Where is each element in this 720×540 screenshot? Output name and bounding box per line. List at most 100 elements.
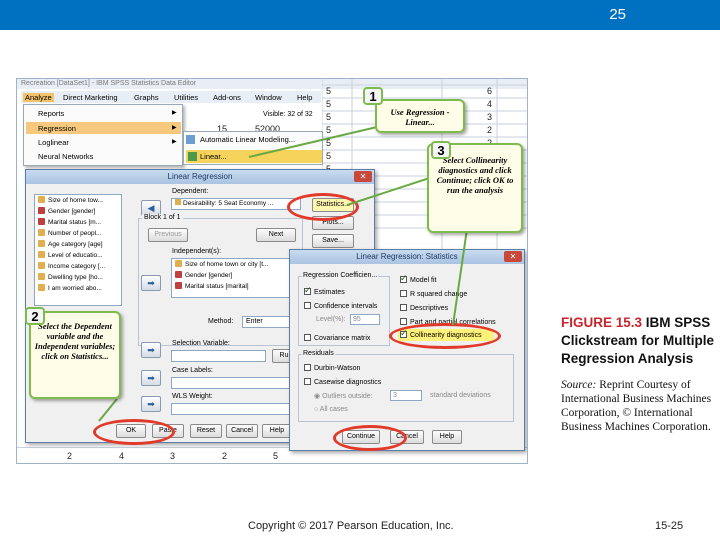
ruler-icon	[38, 196, 45, 203]
confidence-intervals-checkbox[interactable]: Confidence intervals	[304, 302, 377, 310]
close-icon[interactable]: ✕	[354, 171, 372, 182]
menu-item-linear[interactable]: Linear...	[200, 152, 227, 161]
list-item[interactable]: Size of home tow...	[35, 195, 121, 206]
dialog-title-bar: Linear Regression ✕	[26, 170, 374, 184]
menu-graphs[interactable]: Graphs	[134, 93, 159, 102]
nominal-icon	[38, 218, 45, 225]
grid-bottom-row: 2 4 3 2 5	[17, 447, 527, 463]
menu-help[interactable]: Help	[297, 93, 313, 102]
close-icon[interactable]: ✕	[504, 251, 522, 262]
grid-cell: 5	[326, 151, 332, 161]
list-item[interactable]: Gender [gender]	[35, 206, 121, 217]
estimates-checkbox[interactable]: Estimates	[304, 285, 345, 296]
next-button[interactable]: Next	[256, 228, 296, 242]
menu-analyze[interactable]: Analyze	[23, 93, 54, 102]
selection-variable-field[interactable]	[171, 350, 266, 362]
level-field[interactable]: 95	[350, 314, 380, 325]
menu-utilities[interactable]: Utilities	[174, 93, 199, 102]
figure-caption: FIGURE 15.3 IBM SPSS Clickstream for Mul…	[561, 314, 716, 434]
grid-cell: 15	[217, 124, 228, 134]
grid-cell: 5	[273, 451, 279, 461]
move-case-labels-arrow-icon[interactable]: ➡	[141, 370, 161, 386]
list-item[interactable]: Dwelling type [ho...	[35, 272, 121, 283]
analyze-menu: Reports Regression Loglinear Neural Netw…	[23, 104, 183, 166]
r-squared-change-checkbox[interactable]: R squared change	[400, 290, 467, 298]
outliers-label: ◉ Outliers outside:	[314, 393, 373, 400]
variable-list[interactable]: Size of home tow... Gender [gender] Mari…	[34, 194, 122, 306]
list-item[interactable]: Gender [gender]	[172, 270, 298, 281]
menu-item-highlight	[26, 122, 181, 134]
independent-list[interactable]: Size of home town or city [t... Gender […	[171, 258, 299, 298]
menu-item-reports[interactable]: Reports	[38, 109, 65, 118]
list-item[interactable]: Marital status [marital]	[172, 281, 298, 292]
wls-weight-label: WLS Weight:	[172, 393, 213, 400]
ruler-icon	[38, 251, 45, 258]
menu-item-regression[interactable]: Regression	[38, 124, 76, 133]
descriptives-checkbox[interactable]: Descriptives	[400, 304, 448, 312]
menu-item-automatic-linear[interactable]: Automatic Linear Modeling...	[200, 135, 296, 144]
durbin-watson-checkbox[interactable]: Durbin-Watson	[304, 364, 360, 372]
automatic-linear-icon	[186, 135, 195, 144]
caption-source: Source: Reprint Courtesy of Internationa…	[561, 379, 712, 433]
grid-cell: 5	[326, 99, 332, 109]
dialog-title: Linear Regression: Statistics	[356, 252, 458, 261]
previous-button[interactable]: Previous	[148, 228, 188, 242]
block-label: Block 1 of 1	[142, 214, 183, 221]
ruler-icon	[175, 260, 182, 267]
list-item[interactable]: Level of educatio...	[35, 250, 121, 261]
move-wls-arrow-icon[interactable]: ➡	[141, 396, 161, 412]
list-item[interactable]: Income category [...	[35, 261, 121, 272]
grid-cell: 2	[222, 451, 228, 461]
grid-cell: 2	[67, 451, 73, 461]
menu-window[interactable]: Window	[255, 93, 282, 102]
statistics-highlight	[287, 193, 359, 221]
grid-cell: 5	[326, 112, 332, 122]
move-selection-arrow-icon[interactable]: ➡	[141, 342, 161, 358]
ruler-icon	[38, 229, 45, 236]
menu-direct-marketing[interactable]: Direct Marketing	[63, 93, 118, 102]
linear-icon	[188, 152, 197, 161]
dialog-title: Linear Regression	[167, 172, 233, 181]
covariance-matrix-checkbox[interactable]: Covariance matrix	[304, 334, 370, 342]
list-item[interactable]: Marital status [m...	[35, 217, 121, 228]
save-button[interactable]: Save...	[312, 234, 354, 248]
all-cases-radio[interactable]: ○ All cases	[314, 406, 348, 413]
list-item[interactable]: Age category [age]	[35, 239, 121, 250]
callout-2: Select the Dependent variable and the In…	[29, 311, 121, 399]
grid-cell: 3	[170, 451, 176, 461]
casewise-checkbox[interactable]: Casewise diagnostics	[304, 378, 381, 386]
cancel-button[interactable]: Cancel	[226, 424, 258, 438]
menu-item-neural-networks[interactable]: Neural Networks	[38, 152, 94, 161]
dialog-title-bar: Linear Regression: Statistics ✕	[290, 250, 524, 264]
window-title: Recreation [DataSet1] - IBM SPSS Statist…	[17, 79, 527, 89]
help-button[interactable]: Help	[262, 424, 292, 438]
ok-highlight	[93, 419, 175, 445]
footer-copyright: Copyright © 2017 Pearson Education, Inc.	[248, 520, 454, 532]
grid-cell: 5	[326, 138, 332, 148]
list-item[interactable]: I am worried abo...	[35, 283, 121, 294]
model-fit-checkbox[interactable]: Model fit	[400, 273, 436, 284]
move-independent-arrow-icon[interactable]: ➡	[141, 275, 161, 291]
grid-cell: 6	[487, 86, 493, 96]
list-item[interactable]: Number of peopl...	[35, 228, 121, 239]
ruler-icon	[38, 262, 45, 269]
nominal-icon	[175, 282, 182, 289]
submenu-arrow-icon: ▶	[172, 110, 177, 116]
footer-slide-number: 15-25	[655, 520, 684, 532]
dependent-field[interactable]: Desirability: 5 Seat Economy ...	[171, 198, 301, 210]
reset-button[interactable]: Reset	[190, 424, 222, 438]
selection-variable-label: Selection Variable:	[172, 340, 230, 347]
outliers-field[interactable]: 3	[390, 390, 422, 401]
ruler-icon	[175, 199, 181, 205]
menu-bar: Analyze Direct Marketing Graphs Utilitie…	[21, 91, 321, 103]
menu-item-loglinear[interactable]: Loglinear	[38, 138, 69, 147]
callout-connectors	[98, 126, 468, 422]
ruler-icon	[38, 273, 45, 280]
menu-addons[interactable]: Add-ons	[213, 93, 241, 102]
help-button[interactable]: Help	[432, 430, 462, 444]
level-label: Level(%):	[316, 316, 346, 323]
submenu-arrow-icon: ▶	[172, 139, 177, 145]
list-item[interactable]: Size of home town or city [t...	[172, 259, 298, 270]
grid-cell: 5	[326, 125, 332, 135]
collinearity-ellipse	[389, 323, 501, 349]
